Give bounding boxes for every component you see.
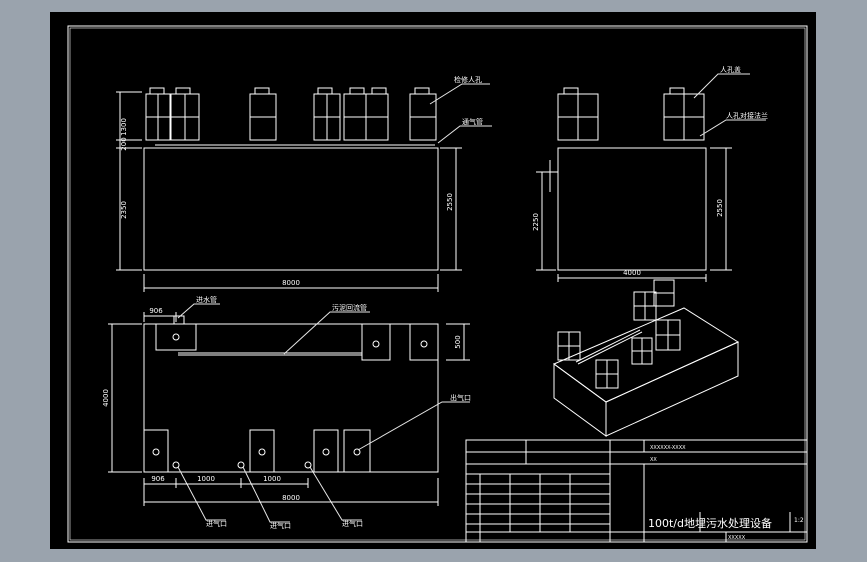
side-tank-body — [557, 147, 707, 271]
dim-plan-bottom-1000-a: 1000 — [197, 475, 215, 483]
title-block-small: XX — [650, 457, 657, 463]
dim-front-2550: 2550 — [446, 193, 454, 211]
dim-front-1300: 1300 — [120, 118, 128, 136]
label-outlet-1: 进气口 — [206, 519, 227, 528]
title-block-code: XXXXXX-XXXX — [650, 445, 686, 451]
leader-inspection-hole — [429, 83, 490, 105]
title-block-frame — [465, 439, 808, 543]
front-elevation — [116, 83, 492, 292]
front-tank-body — [143, 147, 439, 271]
sheet-number: 1:2 — [794, 517, 804, 524]
dim-side-4000: 4000 — [623, 269, 641, 277]
dim-front-200: 200 — [120, 137, 128, 150]
leader-vent-pipe — [437, 125, 492, 144]
plan-view — [108, 303, 470, 523]
dim-front-8000: 8000 — [282, 279, 300, 287]
dim-plan-bottom-1000-b: 1000 — [263, 475, 281, 483]
cad-drawing: 1300 200 2350 2550 8000 2250 2550 4000 9… — [67, 25, 808, 543]
label-sludge-return: 污泥回流管 — [332, 303, 367, 312]
drawing-sheet: 1300 200 2350 2550 8000 2250 2550 4000 9… — [50, 12, 816, 549]
iso-left-face — [553, 363, 607, 437]
dim-side-2550: 2550 — [716, 199, 724, 217]
iso-right-face — [605, 341, 739, 437]
outer-border — [67, 25, 808, 543]
front-units — [145, 87, 437, 141]
leader-sludge-return — [283, 311, 370, 355]
isometric-view — [552, 279, 740, 437]
label-outlet-3: 进气口 — [342, 519, 363, 528]
label-manhole-flange: 人孔对接法兰 — [726, 111, 768, 120]
dim-plan-bottom-906: 906 — [151, 475, 165, 483]
leader-manhole-cover — [693, 73, 750, 99]
title-block — [465, 439, 808, 543]
label-inlet-pipe: 进水管 — [196, 295, 217, 304]
label-outlet-2: 进气口 — [270, 521, 291, 530]
label-manhole-cover: 人孔盖 — [720, 65, 741, 74]
dim-plan-4000: 4000 — [102, 389, 110, 407]
title-block-date: XXXXX — [728, 535, 746, 541]
drawing-title: 100t/d地埋污水处理设备 — [648, 516, 772, 530]
leader-inlet-pipe — [177, 303, 220, 319]
plan-tank-outline — [143, 323, 439, 473]
plan-inlet-box — [155, 323, 197, 351]
dim-plan-906: 906 — [149, 307, 163, 315]
dim-front-2350: 2350 — [120, 201, 128, 219]
dim-plan-500: 500 — [454, 335, 462, 348]
leader-outlet-upper — [357, 401, 470, 451]
leader-manhole-flange — [699, 119, 766, 137]
label-outlet-upper: 出气口 — [450, 393, 471, 402]
dim-side-2250: 2250 — [532, 213, 540, 231]
label-inspection-hole: 检修人孔 — [454, 75, 482, 84]
inner-border — [69, 27, 806, 541]
dim-plan-bottom-8000: 8000 — [282, 494, 300, 502]
leader-outlet-3 — [309, 466, 362, 521]
label-vent-pipe: 通气管 — [462, 117, 483, 126]
side-elevation — [536, 73, 766, 282]
leader-outlet-1 — [177, 466, 226, 521]
leader-outlet-2 — [242, 466, 290, 523]
